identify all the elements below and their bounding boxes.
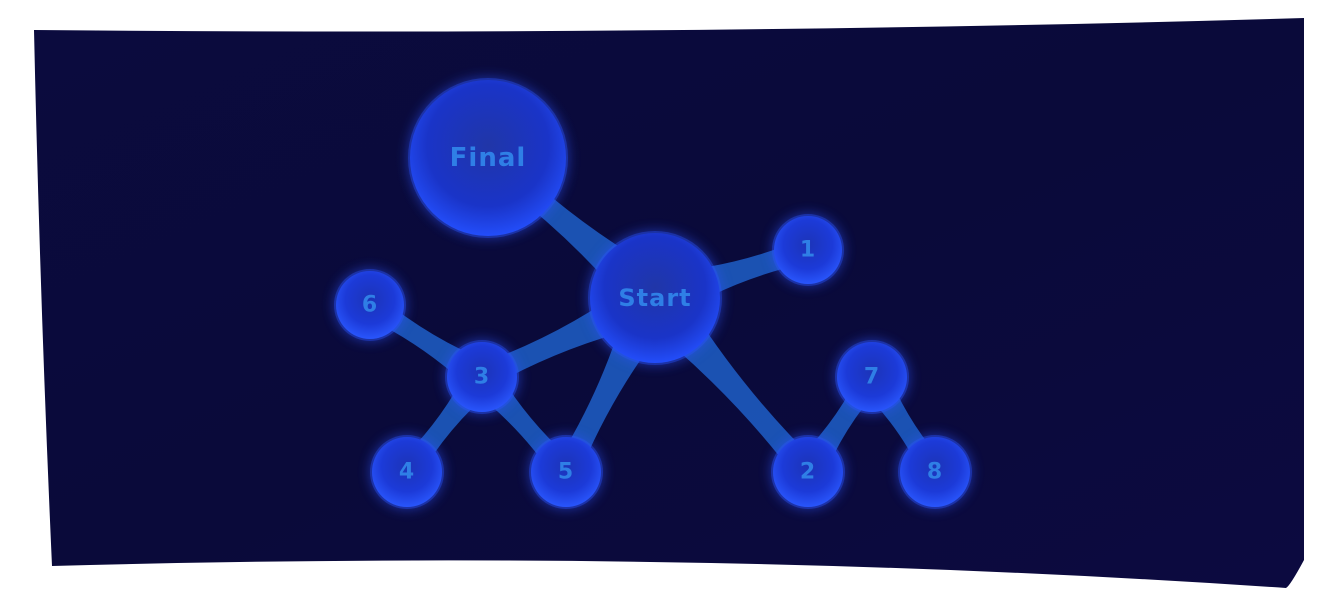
node-n4-label: 4 [399, 460, 415, 485]
node-n2-label: 2 [800, 460, 816, 485]
node-n6-circle [336, 271, 404, 339]
node-n1[interactable]: 1 [772, 214, 844, 286]
node-start-circle [590, 233, 720, 363]
node-n5[interactable]: 5 [529, 435, 603, 509]
node-n7-label: 7 [864, 365, 880, 390]
node-n1-label: 1 [800, 238, 816, 263]
node-start[interactable]: Start [588, 231, 722, 365]
node-n3[interactable]: 3 [445, 340, 519, 414]
node-final-label: Final [450, 143, 527, 173]
node-n5-circle [531, 437, 601, 507]
node-n2[interactable]: 2 [771, 435, 845, 509]
node-n7[interactable]: 7 [835, 340, 909, 414]
node-n8-circle [900, 437, 970, 507]
node-n8-label: 8 [927, 460, 943, 485]
node-n6[interactable]: 6 [334, 269, 406, 341]
node-n4[interactable]: 4 [370, 435, 444, 509]
node-start-label: Start [618, 284, 691, 312]
node-n3-label: 3 [474, 365, 490, 390]
node-n1-circle [774, 216, 842, 284]
node-n3-circle [447, 342, 517, 412]
node-final[interactable]: Final [408, 78, 568, 238]
node-n6-label: 6 [362, 293, 378, 318]
node-n5-label: 5 [558, 460, 574, 485]
node-final-circle [410, 80, 566, 236]
node-n2-circle [773, 437, 843, 507]
node-n7-circle [837, 342, 907, 412]
node-n4-circle [372, 437, 442, 507]
node-n8[interactable]: 8 [898, 435, 972, 509]
